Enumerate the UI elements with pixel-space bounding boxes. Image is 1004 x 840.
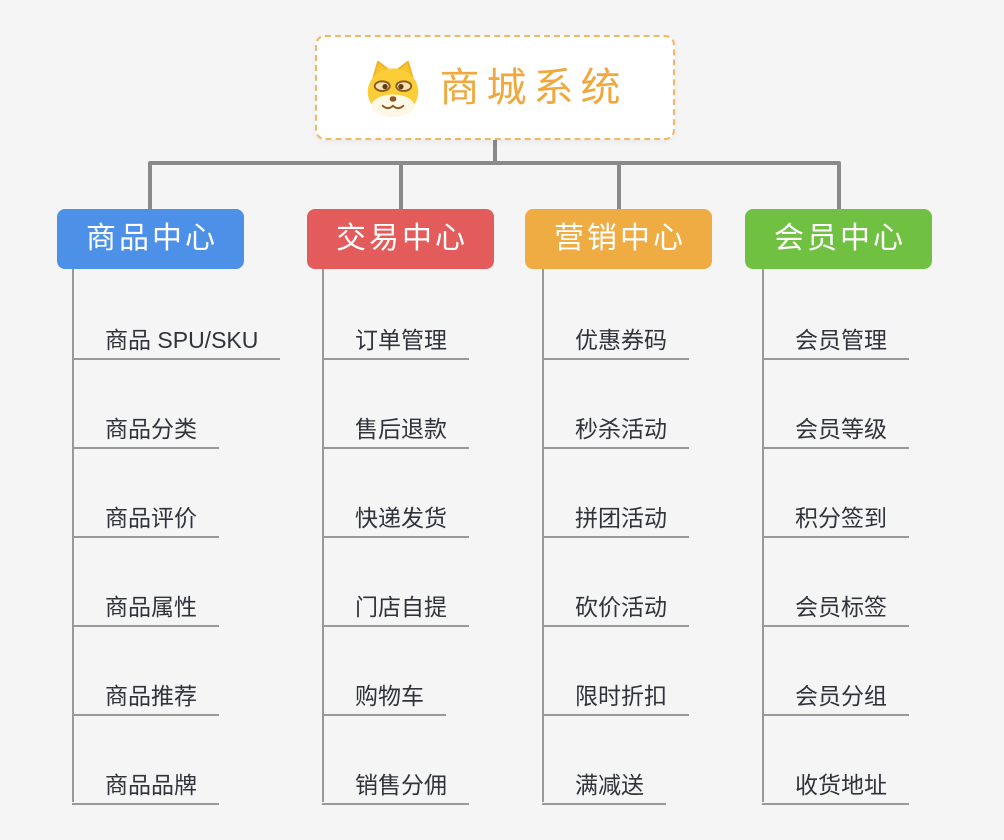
leaf-node[interactable]: 商品品牌 [72, 756, 219, 805]
leaf-node[interactable]: 快递发货 [322, 489, 469, 538]
leaf-node[interactable]: 会员标签 [762, 578, 909, 627]
branch-rail [542, 269, 544, 802]
leaf-node[interactable]: 商品属性 [72, 578, 219, 627]
branch-node-trade-center[interactable]: 交易中心 [307, 209, 494, 269]
connector-branch-stub [399, 163, 403, 209]
connector-horizontal-bus [148, 161, 841, 165]
branch-rail [762, 269, 764, 802]
leaf-node[interactable]: 门店自提 [322, 578, 469, 627]
leaf-node[interactable]: 砍价活动 [542, 578, 689, 627]
leaf-node[interactable]: 售后退款 [322, 400, 469, 449]
branch-label: 交易中心 [336, 222, 468, 255]
branch-label: 商品中心 [86, 222, 218, 255]
leaf-node[interactable]: 满减送 [542, 756, 666, 805]
leaf-node[interactable]: 订单管理 [322, 311, 469, 360]
connector-branch-stub [148, 163, 152, 209]
branch-node-marketing-center[interactable]: 营销中心 [525, 209, 712, 269]
leaf-node[interactable]: 收货地址 [762, 756, 909, 805]
connector-branch-stub [617, 163, 621, 209]
branch-rail [322, 269, 324, 802]
leaf-node[interactable]: 会员分组 [762, 667, 909, 716]
leaf-node[interactable]: 商品推荐 [72, 667, 219, 716]
root-node-label: 商城系统 [439, 65, 628, 110]
branch-rail [72, 269, 74, 802]
branch-node-product-center[interactable]: 商品中心 [57, 209, 244, 269]
connector-branch-stub [837, 163, 841, 209]
leaf-node[interactable]: 商品评价 [72, 489, 219, 538]
leaf-node[interactable]: 限时折扣 [542, 667, 689, 716]
leaf-node[interactable]: 商品 SPU/SKU [72, 311, 281, 360]
branch-node-member-center[interactable]: 会员中心 [745, 209, 932, 269]
leaf-node[interactable]: 优惠券码 [542, 311, 689, 360]
root-node[interactable]: 商城系统 [315, 35, 675, 140]
leaf-node[interactable]: 积分签到 [762, 489, 909, 538]
leaf-node[interactable]: 购物车 [322, 667, 446, 716]
connector-root-vertical [493, 139, 497, 165]
branch-label: 会员中心 [774, 222, 906, 255]
dog-face-icon [367, 60, 418, 117]
branch-label: 营销中心 [554, 222, 686, 255]
leaf-node[interactable]: 会员管理 [762, 311, 909, 360]
leaf-node[interactable]: 秒杀活动 [542, 400, 689, 449]
leaf-node[interactable]: 会员等级 [762, 400, 909, 449]
leaf-node[interactable]: 商品分类 [72, 400, 219, 449]
leaf-node[interactable]: 销售分佣 [322, 756, 469, 805]
leaf-node[interactable]: 拼团活动 [542, 489, 689, 538]
